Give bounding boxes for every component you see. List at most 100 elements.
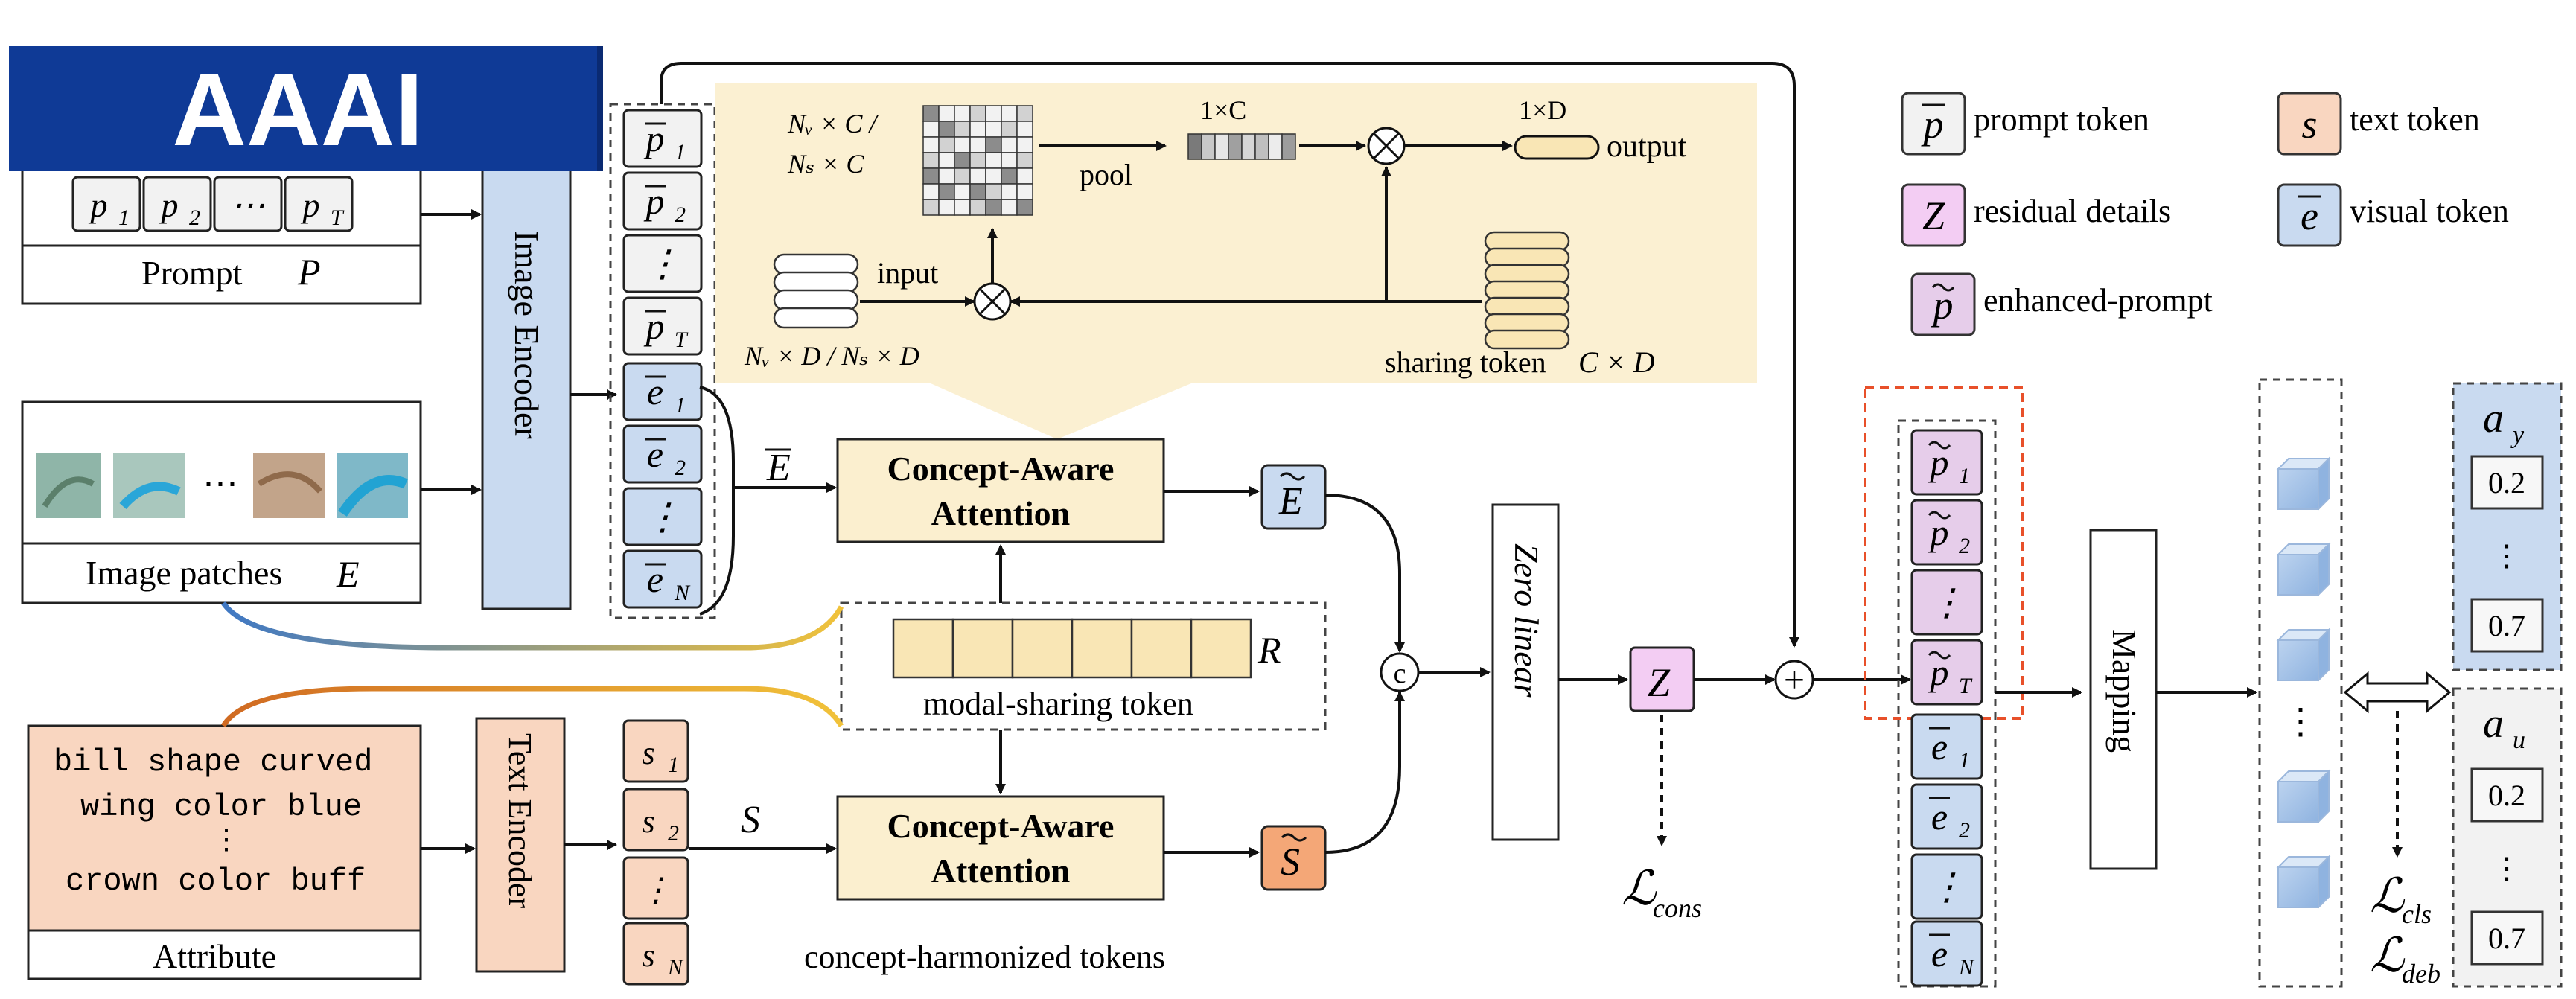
heatmap-cell — [985, 105, 1002, 122]
sharing-token-slice — [1484, 296, 1570, 317]
pooled-cell — [1228, 133, 1243, 160]
panel-out-dims: 1×D — [1519, 95, 1566, 125]
ay-label: a — [2483, 395, 2504, 441]
sharing-token-slice — [1484, 329, 1570, 350]
output-token — [1514, 135, 1600, 160]
input-token-stack — [773, 253, 859, 329]
au-value-1: 0.2 — [2488, 779, 2525, 812]
sharing-token-slice — [1484, 313, 1570, 333]
prompt-token: ⋮ — [622, 234, 703, 293]
pooled-cell — [1254, 133, 1269, 160]
svg-text:s: s — [2301, 102, 2317, 147]
embedding-cube — [2276, 769, 2331, 824]
image-token-column-frame — [609, 103, 716, 619]
svg-text:N: N — [674, 581, 691, 605]
enhanced-prompt-token: ⋮ — [1910, 569, 1983, 636]
image-patch-thumbnail — [253, 453, 325, 518]
input-token-slice — [773, 253, 859, 275]
panel-input-dims: Nᵥ × C / — [787, 109, 879, 138]
image-encoder-label: Image Encoder — [508, 231, 546, 439]
loss-cls-symbol: ℒ — [2370, 869, 2406, 922]
concept-aware-attention-top: Concept-Aware Attention — [836, 438, 1165, 543]
svg-text:e: e — [647, 371, 663, 412]
heatmap-cell — [954, 105, 971, 122]
embedding-cube — [2276, 628, 2331, 683]
heatmap-cell — [1001, 105, 1018, 122]
panel-pool-label: pool — [1080, 158, 1132, 191]
unseen-attribute-box: a u 0.2 ⋮ 0.7 — [2452, 687, 2563, 988]
loss-deb-sub: deb — [2402, 959, 2440, 989]
e-bar-label: E — [766, 447, 791, 489]
heatmap-cell — [969, 121, 986, 138]
heatmap-cell — [922, 121, 940, 138]
heatmap-cell — [1001, 183, 1018, 200]
svg-text:⋯: ⋯ — [231, 186, 265, 224]
ay-ellipsis: ⋮ — [2492, 539, 2522, 572]
sharing-token-slice — [1484, 231, 1570, 252]
svg-text:prompt token: prompt token — [1974, 101, 2149, 138]
aaai-banner: AAAI — [9, 46, 603, 171]
prompt-label: Prompt — [141, 254, 243, 292]
svg-text:⋮: ⋮ — [1928, 866, 1966, 907]
heatmap-cell — [969, 183, 986, 200]
heatmap-cell — [922, 199, 940, 216]
svg-text:⋮: ⋮ — [644, 243, 681, 284]
modal-sharing-token — [1011, 618, 1074, 679]
heatmap-cell — [985, 183, 1002, 200]
heatmap-cell — [1001, 199, 1018, 216]
attribute-line-2: wing color blue — [80, 789, 362, 825]
embedding-cube — [2276, 855, 2331, 910]
mapping-label: Mapping — [2105, 629, 2143, 753]
svg-text:Z: Z — [1922, 194, 1945, 238]
multiply-symbol-bottom — [978, 287, 1007, 316]
arrow-e-tilde-to-concat — [1324, 494, 1405, 653]
mapping-block: Mapping — [2089, 529, 2158, 870]
svg-text:1: 1 — [675, 140, 686, 165]
svg-text:s: s — [642, 937, 654, 974]
attribute-ellipsis: ⋮ — [212, 824, 240, 855]
panel-output-label: output — [1607, 130, 1687, 164]
svg-text:N: N — [667, 955, 684, 980]
heatmap-cell — [938, 152, 955, 169]
svg-text:p: p — [159, 186, 179, 224]
svg-text:N: N — [1958, 955, 1975, 980]
sharing-token-slice — [1484, 280, 1570, 301]
input-token-slice — [773, 289, 859, 311]
svg-text:2: 2 — [1959, 534, 1970, 558]
sharing-label: modal-sharing token — [923, 686, 1193, 722]
heatmap-cell — [1001, 167, 1018, 185]
prompt-var: P — [297, 251, 321, 293]
heatmap-cell — [922, 167, 940, 185]
svg-text:T: T — [1959, 674, 1973, 698]
ay-value-2: 0.7 — [2488, 609, 2525, 642]
loss-cons-sub: cons — [1653, 893, 1702, 923]
panel-input-label: input — [877, 256, 938, 290]
attention-heatmap — [922, 105, 1033, 216]
au-value-2: 0.7 — [2488, 922, 2525, 955]
svg-text:1: 1 — [118, 205, 130, 230]
heatmap-cell — [954, 183, 971, 200]
modal-sharing-token — [892, 618, 954, 679]
ay-sub: y — [2510, 421, 2525, 449]
prompt-token: ⋯ — [213, 176, 283, 232]
image-patches-var: E — [336, 553, 360, 595]
embedding-cube — [2276, 456, 2331, 511]
loss-deb-symbol: ℒ — [2370, 929, 2406, 982]
plus-symbol: + — [1784, 659, 1805, 700]
s-label: S — [741, 799, 760, 841]
heatmap-cell — [1001, 152, 1018, 169]
residual-token: Z — [1629, 646, 1695, 712]
svg-text:s: s — [642, 803, 654, 840]
heatmap-cell — [985, 152, 1002, 169]
